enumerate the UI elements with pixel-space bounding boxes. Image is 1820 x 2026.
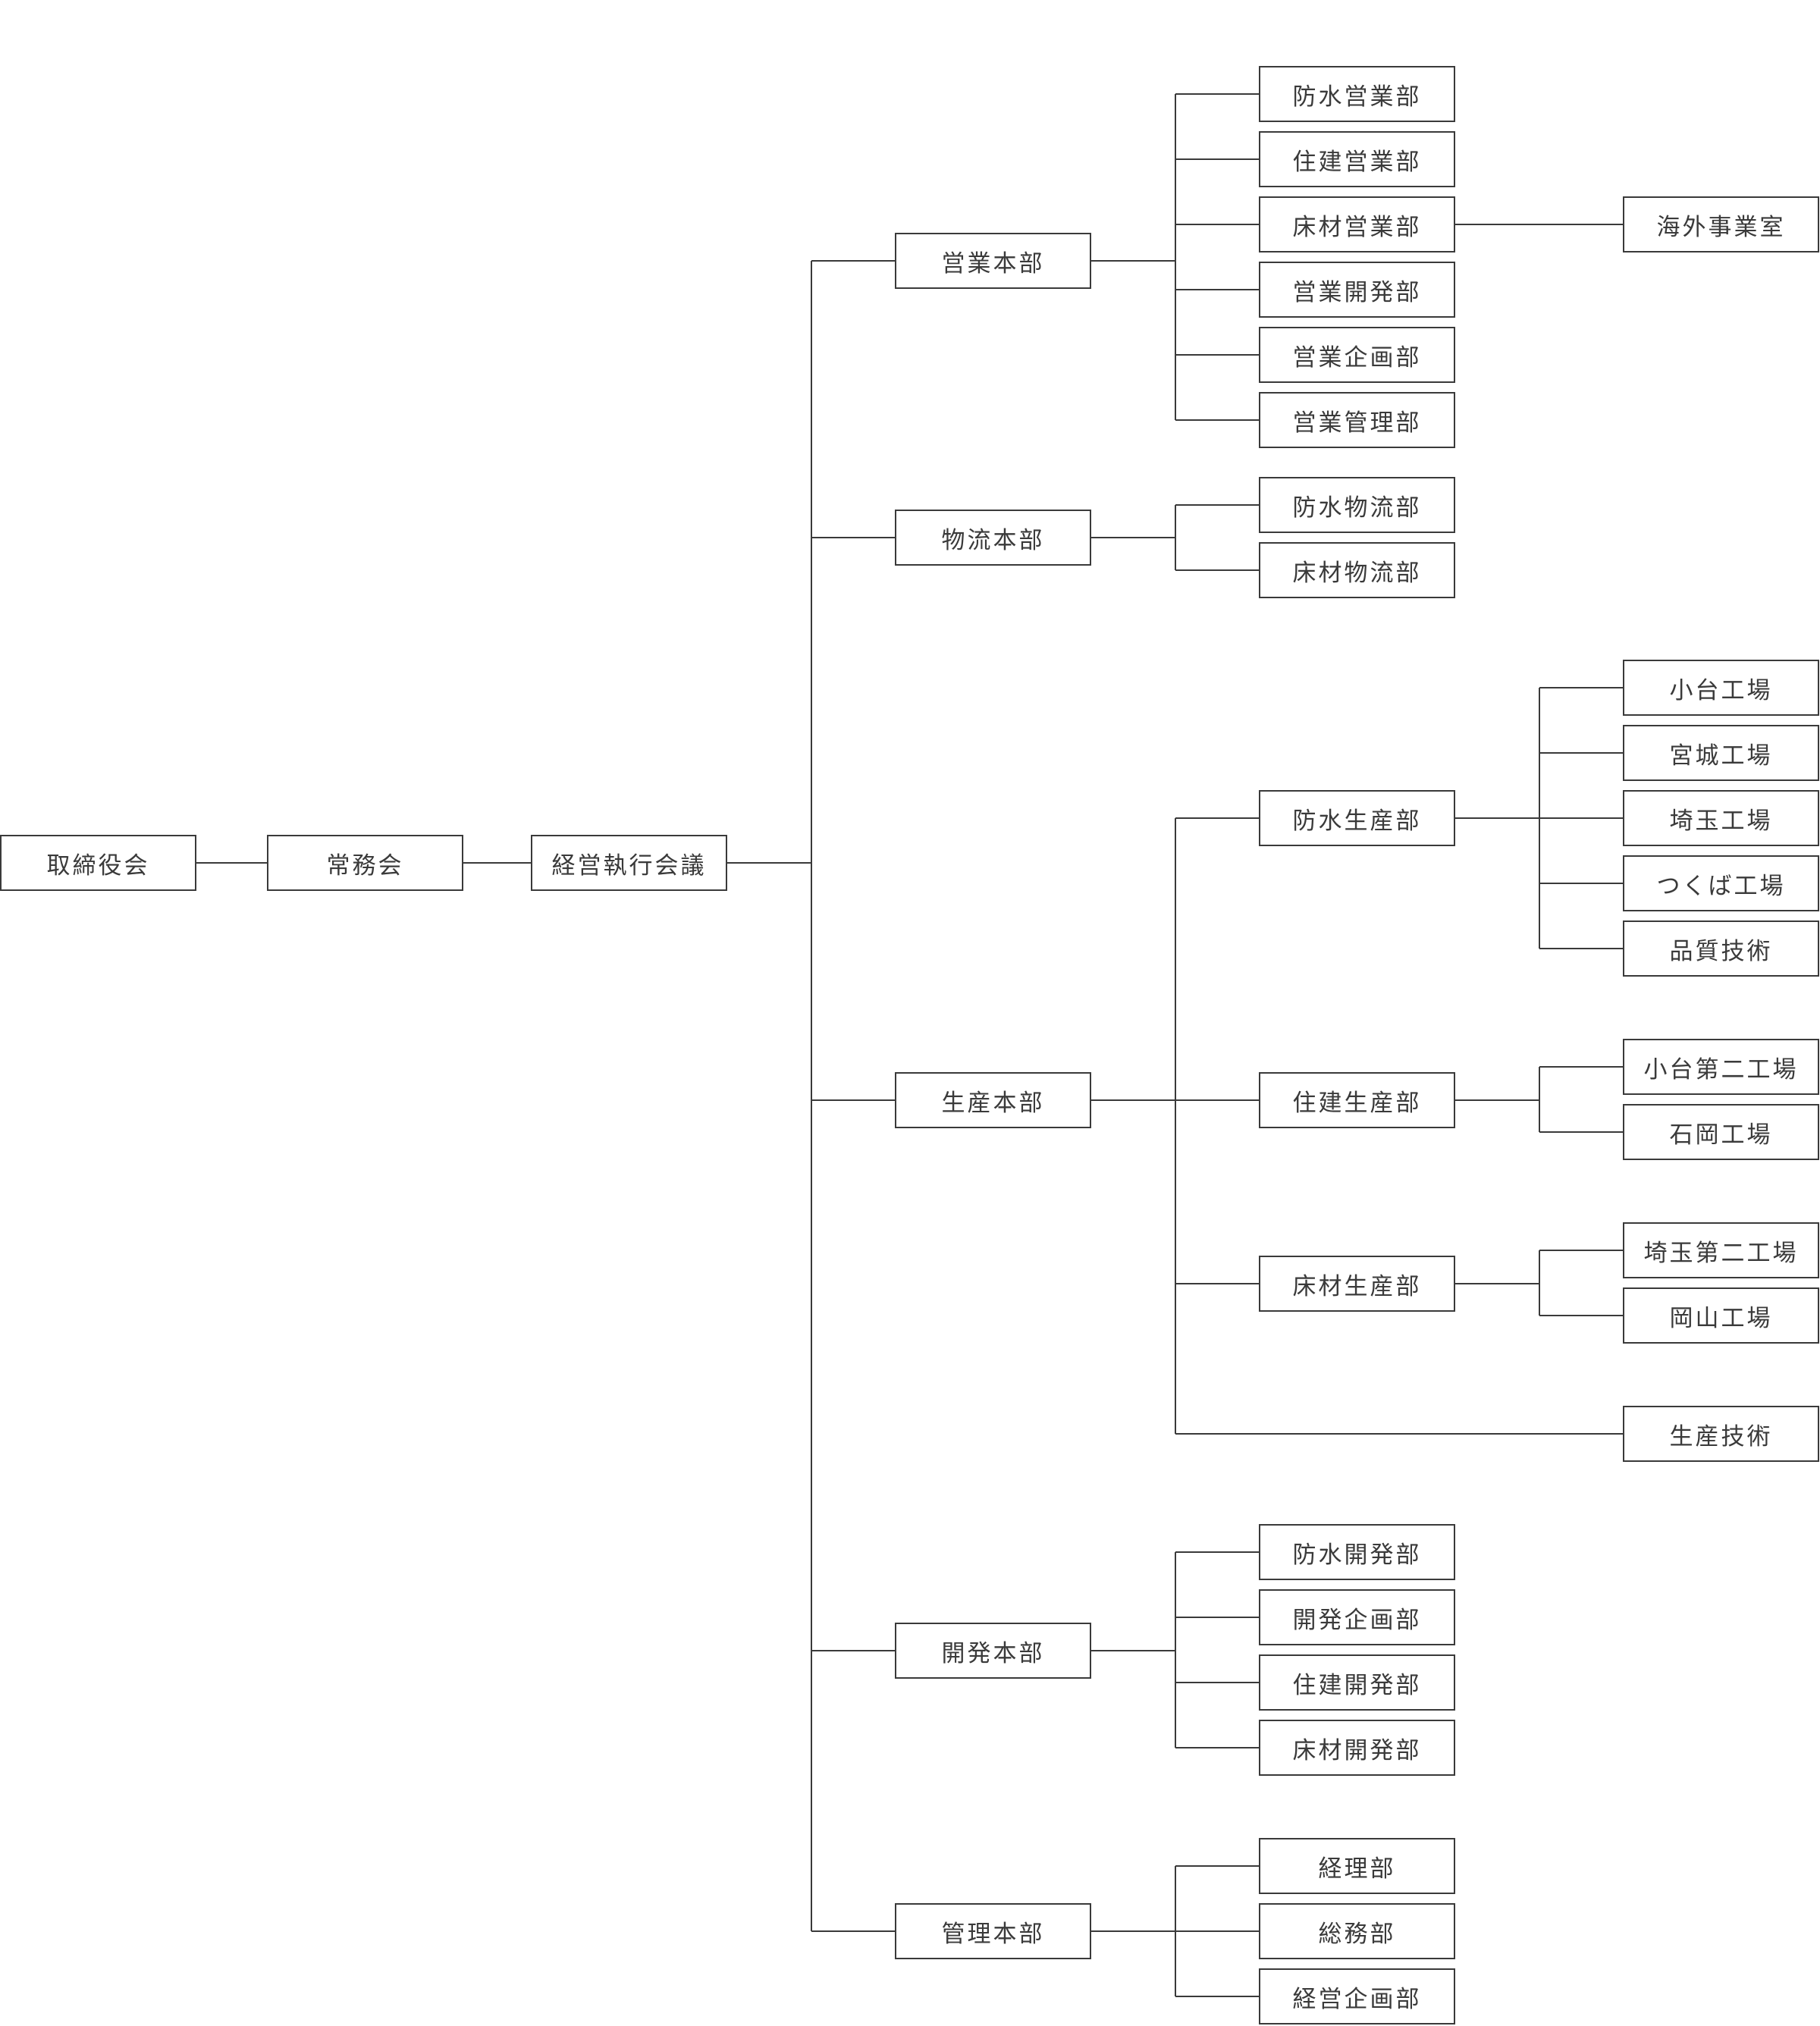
development-dept-box: 住建開発部 (1259, 1654, 1455, 1711)
factory-box: 埼玉第二工場 (1623, 1222, 1819, 1278)
sales-dept-box: 住建営業部 (1259, 131, 1455, 187)
overseas-office-box: 海外事業室 (1623, 196, 1819, 252)
sales-dept-box: 営業開発部 (1259, 262, 1455, 318)
quality-tech-box: 品質技術 (1623, 920, 1819, 977)
administration-hq-box: 管理本部 (895, 1903, 1091, 1959)
factory-box: つくば工場 (1623, 855, 1819, 911)
standing-committee-box: 常務会 (267, 835, 463, 891)
factory-box: 小台工場 (1623, 660, 1819, 716)
logistics-dept-box: 床材物流部 (1259, 542, 1455, 598)
factory-box: 小台第二工場 (1623, 1039, 1819, 1095)
sales-dept-box: 営業管理部 (1259, 392, 1455, 448)
flooring-production-box: 床材生産部 (1259, 1256, 1455, 1312)
production-hq-box: 生産本部 (895, 1072, 1091, 1128)
factory-box: 宮城工場 (1623, 725, 1819, 781)
board-box: 取締役会 (0, 835, 196, 891)
administration-dept-box: 経理部 (1259, 1838, 1455, 1894)
production-tech-box: 生産技術 (1623, 1406, 1819, 1462)
development-hq-box: 開発本部 (895, 1623, 1091, 1679)
housing-production-box: 住建生産部 (1259, 1072, 1455, 1128)
factory-box: 石岡工場 (1623, 1104, 1819, 1160)
development-dept-box: 床材開発部 (1259, 1720, 1455, 1776)
sales-dept-box: 防水営業部 (1259, 66, 1455, 122)
administration-dept-box: 経営企画部 (1259, 1968, 1455, 2024)
waterproof-production-box: 防水生産部 (1259, 790, 1455, 846)
executive-council-box: 経営執行会議 (531, 835, 727, 891)
logistics-dept-box: 防水物流部 (1259, 477, 1455, 533)
logistics-hq-box: 物流本部 (895, 510, 1091, 566)
factory-box: 埼玉工場 (1623, 790, 1819, 846)
sales-dept-box: 営業企画部 (1259, 327, 1455, 383)
development-dept-box: 防水開発部 (1259, 1524, 1455, 1580)
development-dept-box: 開発企画部 (1259, 1589, 1455, 1645)
administration-dept-box: 総務部 (1259, 1903, 1455, 1959)
sales-dept-box: 床材営業部 (1259, 196, 1455, 252)
sales-hq-box: 営業本部 (895, 233, 1091, 289)
factory-box: 岡山工場 (1623, 1287, 1819, 1344)
